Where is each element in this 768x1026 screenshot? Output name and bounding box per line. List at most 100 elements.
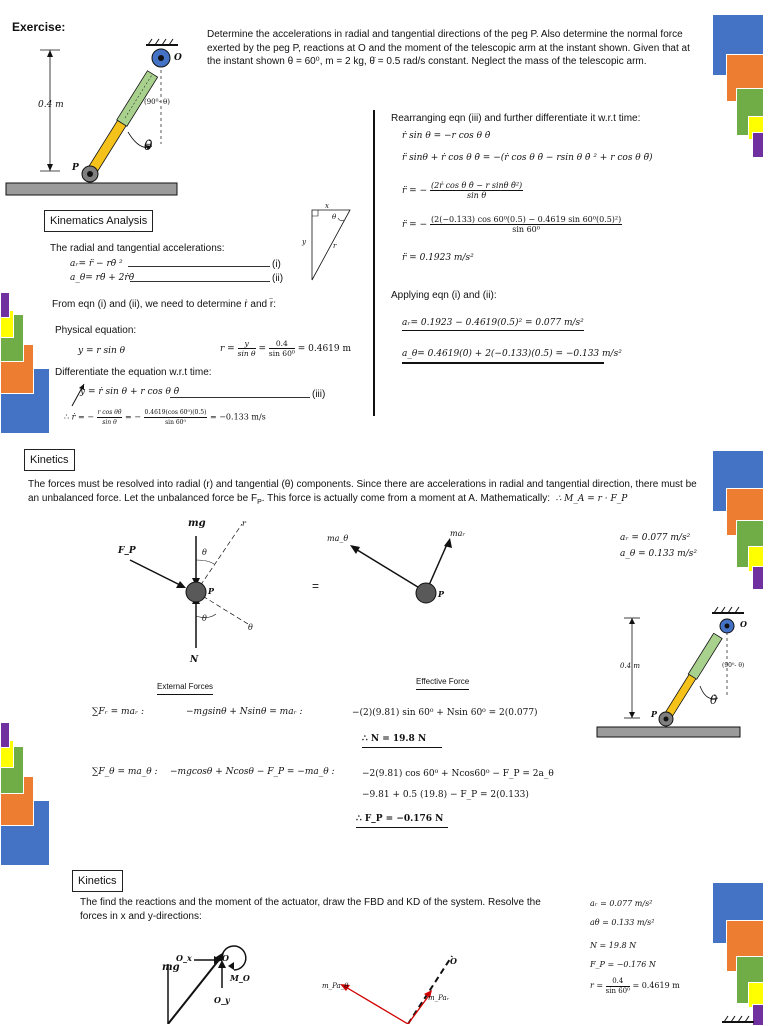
problem-statement: Determine the accelerations in radial an… bbox=[207, 29, 690, 67]
rdot-frac2-num: 0.4619(cos 60⁰)(0.5) bbox=[143, 409, 208, 418]
fbd-theta-axis: θ bbox=[248, 623, 253, 632]
tag-i: (i) bbox=[272, 259, 281, 270]
rearrange-line-3: r̈ = − (2ṙ cos θ θ̇ − r sinθ θ̇²)sin θ bbox=[402, 180, 524, 202]
fbd-r-axis: r bbox=[242, 519, 246, 528]
column-divider bbox=[373, 110, 375, 416]
triangle-x: x bbox=[325, 202, 329, 210]
physical-label: Physical equation: bbox=[55, 325, 137, 336]
blank-line-ii bbox=[130, 281, 270, 282]
apply-label: Applying eqn (i) and (ii): bbox=[391, 290, 497, 301]
fbd-mg: mg bbox=[188, 518, 206, 529]
rdot-frac2-den: sin 60⁰ bbox=[165, 419, 186, 426]
exercise-title: Exercise: bbox=[12, 20, 66, 34]
equals-sign: = bbox=[312, 579, 320, 593]
arm2-length-label: 0.4 m bbox=[620, 662, 640, 670]
blank-line-i bbox=[128, 266, 270, 267]
kinetics-box-1: Kinetics bbox=[24, 449, 75, 471]
kinematics-intro: The radial and tangential accelerations: bbox=[50, 243, 225, 254]
fbd-system bbox=[167, 945, 247, 1024]
fbd-p: P bbox=[208, 586, 215, 596]
kd-peg bbox=[415, 582, 437, 604]
kinetics2-n: N = 19.8 N bbox=[590, 941, 637, 950]
triangle-diagram bbox=[311, 209, 351, 281]
kinetics1-text: The forces must be resolved into radial … bbox=[28, 478, 698, 509]
fp-result: ∴ F_P = −0.176 N bbox=[356, 813, 448, 828]
l3-num: (2ṙ cos θ θ̇ − r sinθ θ̇²) bbox=[429, 181, 524, 191]
kd2-o: O bbox=[450, 956, 457, 966]
telescopic-arm bbox=[88, 70, 159, 173]
fbd2-o: O bbox=[222, 953, 229, 963]
triangle-theta: θ bbox=[332, 213, 337, 221]
fbd2-mg: mg bbox=[162, 962, 180, 973]
l3-den: sin θ bbox=[466, 191, 487, 200]
kd2-mpath: m_Pa_θ bbox=[322, 982, 349, 990]
normal-force-result: ∴ N = 19.8 N bbox=[362, 733, 442, 748]
kd-math: ma_θ bbox=[327, 534, 349, 543]
tag-iii: (iii) bbox=[312, 389, 326, 400]
free-body-diagram bbox=[129, 523, 249, 648]
kd2-mpar: m_Paᵣ bbox=[428, 994, 450, 1002]
therefore-symbol: ∴ bbox=[64, 412, 70, 422]
eq-ar: aᵣ= r̈ − rθ̇ ² bbox=[70, 259, 123, 269]
arm2-theta-dot: θ̇ bbox=[710, 693, 718, 707]
kd-p: P bbox=[438, 589, 445, 599]
r-eq-lhs: r = bbox=[220, 344, 235, 354]
arm-figure-3-partial bbox=[722, 1015, 754, 1023]
eq2-mid: −mgcosθ + Ncosθ − F_P = −ma_θ : bbox=[170, 767, 335, 777]
moment-equation: ∴ M_A = r · F_P bbox=[555, 493, 628, 504]
ar-result: aᵣ= 0.1923 − 0.4619(0.5)² = 0.077 m/s² bbox=[402, 317, 584, 331]
kinematics-box: Kinematics Analysis bbox=[44, 210, 154, 232]
kinetics2-text: The find the reactions and the moment of… bbox=[80, 897, 541, 922]
telescopic-arm-figure-2 bbox=[596, 606, 744, 738]
eq2-rhs: −2(9.81) cos 60⁰ + Ncos60⁰ − F_P = 2a_θ bbox=[362, 769, 554, 779]
external-forces-label: External Forces bbox=[157, 680, 214, 695]
r-eq-rhs: = 0.4619 m bbox=[297, 344, 352, 354]
fbd2-ox: O_x bbox=[176, 953, 192, 963]
fbd2-oy: O_y bbox=[214, 995, 230, 1005]
kinetics1-ath: a_θ = 0.133 m/s² bbox=[620, 549, 697, 559]
differentiate-label: Differentiate the equation w.r.t time: bbox=[55, 367, 212, 378]
angle-label: (90⁰- θ) bbox=[144, 98, 170, 106]
telescopic-arm-figure bbox=[5, 38, 178, 196]
kinetics2-ar: aᵣ = 0.077 m/s² bbox=[590, 899, 653, 908]
rdot-frac1-den: sin θ bbox=[102, 419, 117, 426]
fbd-theta-2: θ bbox=[202, 614, 207, 623]
eq1-rhs: −(2)(9.81) sin 60⁰ + Nsin 60⁰ = 2(0.077) bbox=[352, 708, 538, 718]
kinetics2-fp: F_P = −0.176 N bbox=[590, 960, 656, 969]
eq2-rhs-2: −9.81 + 0.5 (19.8) − F_P = 2(0.133) bbox=[362, 790, 529, 800]
point-p-label: P bbox=[72, 163, 79, 173]
kinetics2-ath: aθ = 0.133 m/s² bbox=[590, 918, 655, 927]
fbd-theta-1: θ bbox=[202, 548, 207, 557]
arrow-icon bbox=[71, 383, 85, 407]
effective-force-label: Effective Force bbox=[416, 675, 470, 690]
blank-line-iii bbox=[170, 397, 310, 398]
triangle-r: r bbox=[333, 242, 337, 250]
rdot-lhs: ṙ = − bbox=[71, 412, 94, 422]
rearrange-line-1: ṙ sin θ = −r cos θ θ̇ bbox=[402, 131, 491, 141]
eq1-lhs: ∑Fᵣ = maᵣ : bbox=[92, 707, 144, 717]
kinetics1-text-sub: P bbox=[257, 498, 262, 506]
l4-num: (2(−0.133) cos 60⁰(0.5) − 0.4619 sin 60⁰… bbox=[429, 215, 623, 225]
point-o-label: O bbox=[174, 53, 182, 63]
fbd-n: N bbox=[190, 655, 199, 665]
k2-r-num: 0.4 bbox=[605, 977, 630, 987]
eq2-lhs: ∑F_θ = ma_θ : bbox=[92, 767, 158, 777]
r-frac-b-den: sin 60⁰ bbox=[268, 349, 295, 358]
r-frac-b-num: 0.4 bbox=[268, 339, 295, 349]
eq-ath: a_θ= rθ̈ + 2ṙθ̇ bbox=[70, 273, 135, 283]
k2-r-rhs: = 0.4619 m bbox=[632, 981, 680, 990]
rearrange-line-4: r̈ = − (2(−0.133) cos 60⁰(0.5) − 0.4619 … bbox=[402, 214, 623, 236]
r-frac-a-den: sin θ bbox=[237, 349, 256, 358]
k2-r-den: sin 60⁰ bbox=[605, 986, 630, 995]
rearrange-line-2: r̈ sinθ + ṙ cos θ θ̇ = −(ṙ cos θ θ̇ − rs… bbox=[402, 153, 653, 163]
determine-text: From eqn (i) and (ii), we need to determ… bbox=[52, 299, 276, 310]
rdot-mid: = − bbox=[125, 412, 141, 422]
l3-lhs: r̈ = − bbox=[402, 186, 428, 196]
rdot-rhs: = −0.133 m/s bbox=[209, 412, 266, 422]
ath-result: a_θ= 0.4619(0) + 2(−0.133)(0.5) = −0.133… bbox=[402, 348, 622, 364]
l4-lhs: r̈ = − bbox=[402, 220, 428, 230]
rddot-result: r̈ = 0.1923 m/s² bbox=[402, 253, 474, 263]
fbd-fp: F_P bbox=[118, 546, 136, 556]
